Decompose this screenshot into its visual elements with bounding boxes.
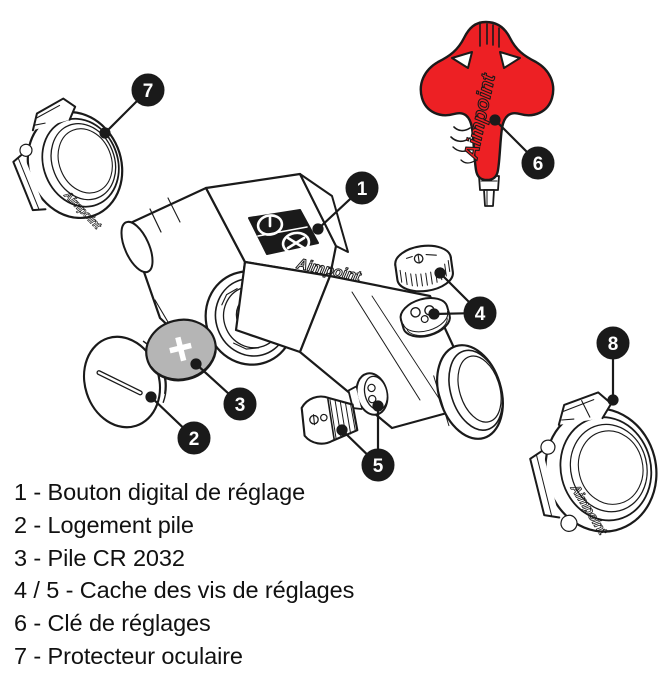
- part-turret-cap-top: [394, 244, 454, 293]
- callout-bubble: [521, 146, 555, 180]
- callout-7: 7: [99, 73, 165, 139]
- callout-anchor-dot: [372, 400, 384, 412]
- callout-number: 8: [608, 334, 619, 355]
- callout-bubble: [596, 326, 630, 360]
- part-objective-cover: Aimpoint: [529, 391, 658, 538]
- callout-number: 1: [357, 179, 368, 200]
- callout-5: 5: [336, 400, 395, 482]
- callout-anchor-dot: [99, 127, 111, 139]
- battery-polarity-plus-icon: [169, 336, 192, 362]
- callout-leader-line: [149, 395, 185, 429]
- callout-leader-line: [194, 362, 231, 396]
- callout-number: 6: [533, 154, 544, 175]
- callout-leader-line: [316, 197, 353, 231]
- callout-leader-line: [493, 118, 529, 154]
- callout-number: 7: [143, 81, 154, 102]
- callout-anchor-dot: [428, 308, 440, 320]
- callout-bubble: [223, 387, 257, 421]
- callout-3: 3: [190, 358, 257, 421]
- part-eyepiece-cover: Aimpoint: [12, 97, 124, 233]
- legend-item-2: 2 - Logement pile: [14, 511, 194, 538]
- callout-2: 2: [145, 391, 211, 455]
- legend-item-4-5: 4 / 5 - Cache des vis de réglages: [14, 577, 355, 604]
- part-battery-cap: [82, 335, 167, 429]
- legend-item-7: 7 - Protecteur oculaire: [14, 642, 243, 669]
- callout-1: 1: [312, 171, 379, 235]
- callout-bubble: [463, 296, 497, 330]
- callout-anchor-dot: [434, 267, 446, 279]
- callout-6: 6: [489, 114, 555, 180]
- turret-base-top: [399, 297, 451, 338]
- callout-8: 8: [596, 326, 630, 406]
- callout-anchor-dot: [312, 223, 324, 235]
- callout-anchor-dot: [336, 424, 348, 436]
- callout-anchor-dot: [489, 114, 501, 126]
- power-icon[interactable]: [256, 214, 284, 237]
- callout-leader-line: [103, 99, 139, 135]
- callout-bubble: [131, 73, 165, 107]
- callout-bubble: [177, 421, 211, 455]
- callout-bubble: [361, 448, 395, 482]
- adjust-plus-icon[interactable]: [281, 231, 311, 255]
- callout-number: 5: [373, 456, 384, 477]
- callout-leader-line: [438, 271, 471, 304]
- callout-4: 4: [428, 267, 497, 330]
- callout-anchor-dot: [190, 358, 202, 370]
- legend-list: 1 - Bouton digital de réglage 2 - Logeme…: [14, 476, 654, 673]
- callout-number: 3: [235, 395, 246, 416]
- callout-number: 2: [189, 429, 200, 450]
- callout-anchor-dot: [145, 391, 157, 403]
- legend-item-1: 1 - Bouton digital de réglage: [14, 479, 306, 505]
- legend-item-3: 3 - Pile CR 2032: [14, 544, 185, 571]
- callout-bubble: [345, 171, 379, 205]
- digital-button-panel[interactable]: [248, 209, 319, 255]
- callout-number: 4: [475, 304, 486, 325]
- legend-item-6: 6 - Clé de réglages: [14, 610, 211, 637]
- callout-layer: 1 2 3 4 5 6 7 8: [99, 73, 630, 482]
- callout-anchor-dot: [607, 394, 619, 406]
- callout-leader-line: [340, 428, 369, 456]
